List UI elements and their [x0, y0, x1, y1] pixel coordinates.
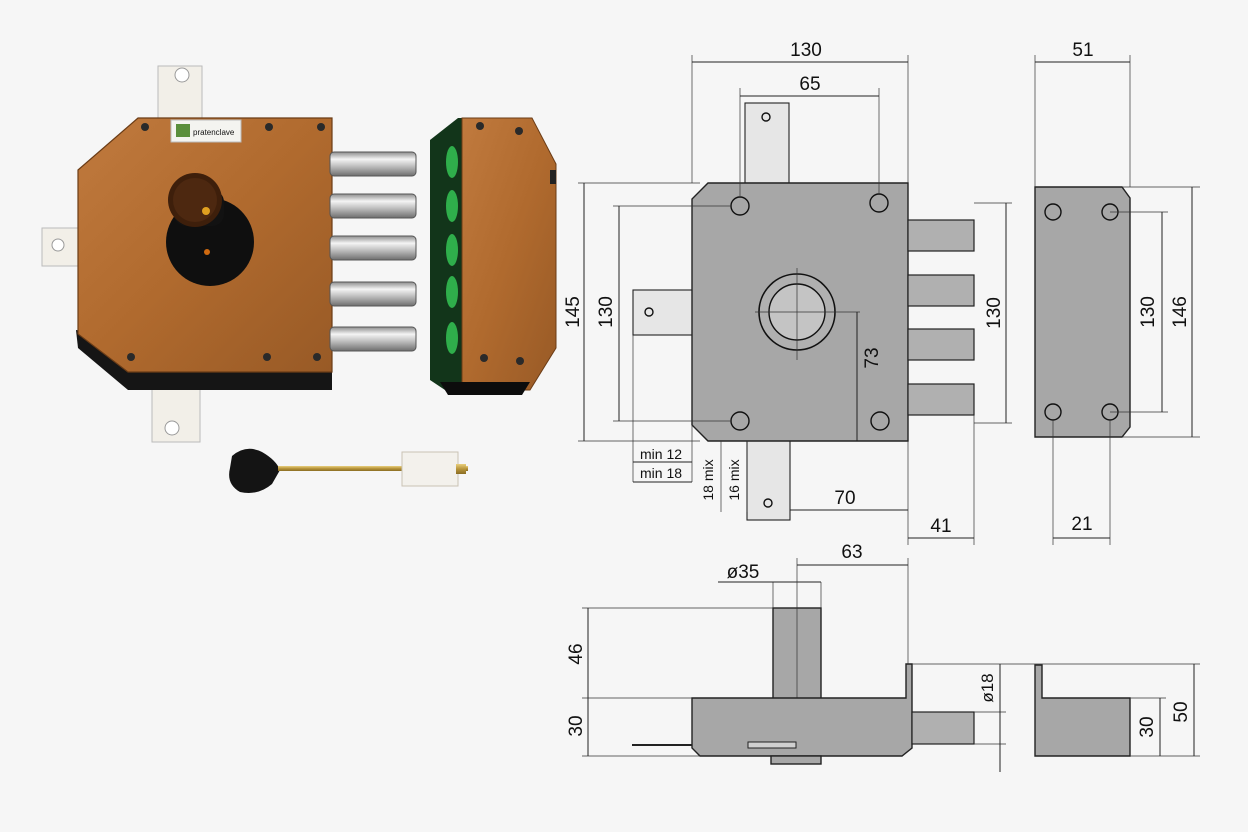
dim-keeper-bottom-width: 21	[1071, 514, 1092, 535]
dim-cylinder-diameter: ø35	[727, 562, 760, 583]
dim-bolt-diameter: ø18	[978, 673, 997, 702]
top-fixing-tab	[157, 65, 203, 123]
dim-keeper-height: 146	[1170, 296, 1191, 328]
logo-text: pratenclave	[193, 128, 235, 137]
dim-cylinder-offset: 73	[862, 347, 883, 368]
dim-bolt-throw: 41	[930, 516, 951, 537]
dim-front-inner-height: 130	[596, 296, 617, 328]
keeper-view-drawing: 51 146 130 21	[1034, 40, 1200, 545]
label-min-18: min 18	[640, 465, 682, 481]
dim-hole-spacing-top: 65	[799, 74, 820, 95]
dim-keeper-depth: 30	[1137, 716, 1158, 737]
lock-photo: pratenclave	[41, 65, 417, 443]
deadbolts	[329, 151, 417, 352]
dim-front-height: 145	[563, 296, 584, 328]
dim-body-depth: 30	[566, 715, 587, 736]
label-min-12: min 12	[640, 446, 682, 462]
keeper-photo	[430, 117, 557, 395]
key-photo	[229, 448, 468, 493]
left-fixing-tab	[41, 227, 83, 267]
dim-cylinder-offset-side: 63	[841, 542, 862, 563]
front-view-drawing: 130 65 145 130 130 73 41 70	[563, 40, 1012, 545]
brand-label: pratenclave	[170, 119, 242, 143]
dim-keeper-hole-spacing: 130	[1138, 296, 1159, 328]
label-18-mix: 18 mix	[700, 459, 716, 500]
lock-cylinder	[166, 173, 254, 286]
side-view-drawing: ø35 63 46 30 ø18 30 50	[566, 542, 1200, 772]
case-screws	[127, 123, 325, 361]
dim-front-width: 130	[790, 40, 822, 61]
dim-cylinder-height: 46	[566, 643, 587, 664]
dim-keeper-width: 51	[1072, 40, 1093, 61]
dim-bottom-tongue-offset: 70	[834, 488, 855, 509]
label-16-mix: 16 mix	[726, 459, 742, 500]
dim-keeper-total: 50	[1171, 701, 1192, 722]
dim-bolt-span: 130	[984, 297, 1005, 329]
